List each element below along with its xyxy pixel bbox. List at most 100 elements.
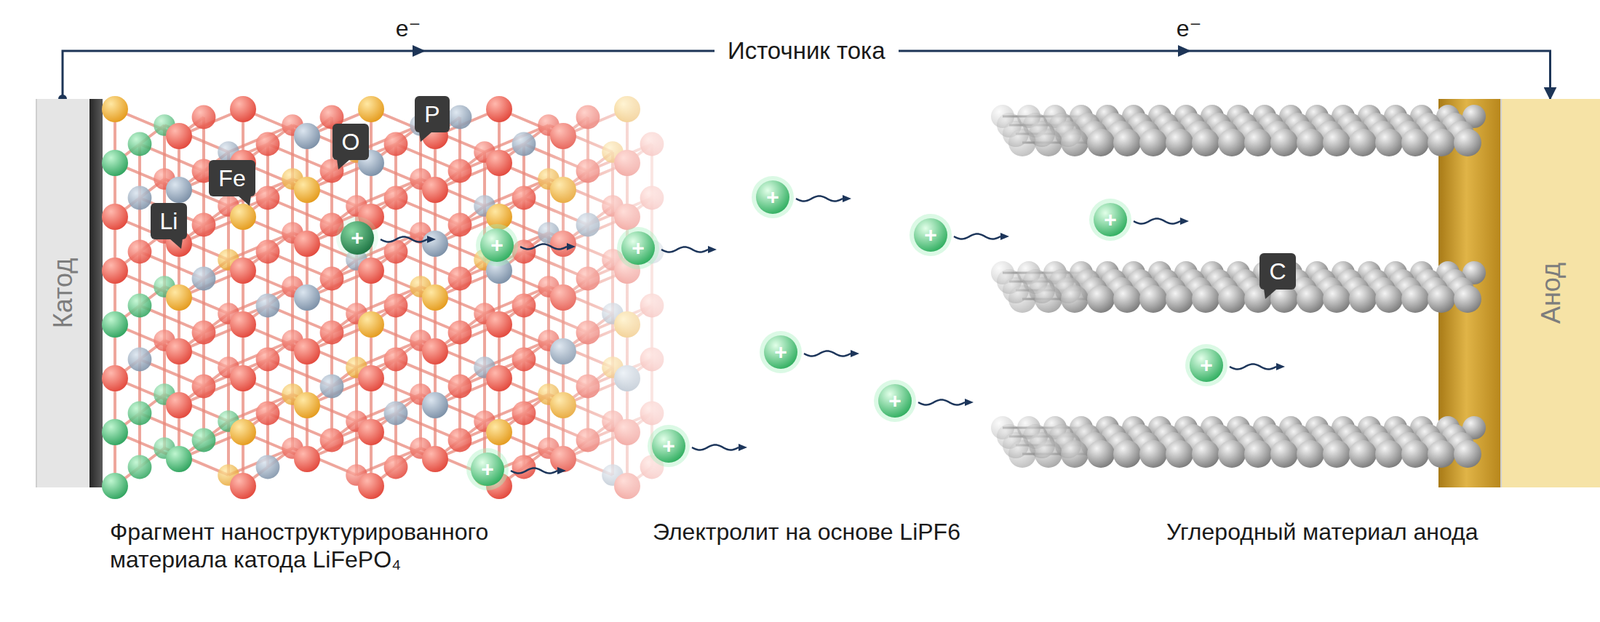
- trail-arrowhead: [1276, 363, 1285, 371]
- power-source-label: Источник тока: [714, 36, 899, 66]
- lattice-atom: [448, 320, 473, 345]
- lattice-atom: [229, 311, 257, 338]
- carbon-atom: [1218, 440, 1246, 468]
- lattice-atom: [165, 176, 193, 204]
- lattice-atom: [256, 401, 281, 426]
- carbon-atom: [1139, 128, 1168, 157]
- carbon-atom: [1348, 285, 1377, 313]
- lattice-atom: [384, 186, 409, 211]
- lattice-atom: [101, 96, 129, 123]
- lattice-atom: [128, 186, 153, 211]
- lattice-atom: [165, 446, 193, 473]
- carbon-atom: [1034, 128, 1063, 157]
- lattice-atom: [101, 365, 129, 392]
- lattice-atom: [293, 392, 321, 419]
- lattice-atom: [422, 176, 449, 204]
- carbon-atom: [1270, 128, 1299, 157]
- ion-trail: [1133, 219, 1181, 225]
- ion-glow: [909, 213, 952, 257]
- carbon-atom: [1401, 285, 1430, 313]
- lattice-atom: [256, 186, 281, 211]
- lithium-ion: +: [475, 223, 519, 268]
- lattice-atom: [448, 159, 473, 184]
- carbon-atom: [1191, 440, 1220, 468]
- anode-band: Анод: [1500, 98, 1600, 488]
- lattice-atom: [422, 392, 449, 419]
- lattice-atom: [320, 428, 345, 453]
- lattice-atom: [256, 240, 281, 265]
- current-arrow: [1177, 45, 1192, 57]
- ion-body: [913, 218, 948, 252]
- lattice-atom: [357, 472, 385, 500]
- lattice-atom: [384, 132, 409, 157]
- carbon-atom: [1270, 440, 1299, 468]
- lattice-atom: [192, 428, 217, 453]
- carbon-atom: [1244, 440, 1272, 468]
- lattice-atom: [101, 311, 129, 338]
- ion-body: [621, 231, 655, 265]
- lattice-atom: [448, 428, 473, 453]
- carbon-atom: [1034, 440, 1063, 468]
- ion-body: [470, 452, 505, 487]
- lithium-ion: +: [873, 379, 917, 423]
- carbon-atom: [1218, 285, 1246, 313]
- carbon-atom: [1427, 440, 1456, 468]
- carbon-atom: [1375, 440, 1403, 468]
- carbon-atom: [1008, 285, 1037, 313]
- carbon-atom: [1322, 128, 1351, 157]
- lattice-atom: [128, 240, 153, 265]
- lattice-atom: [192, 374, 217, 399]
- carbon-atom: [1401, 128, 1430, 157]
- ion-body: [340, 221, 374, 255]
- carbon-atom: [1427, 285, 1456, 313]
- lattice-atom: [256, 347, 281, 372]
- trail-arrowhead: [427, 235, 436, 244]
- lattice-atom: [320, 320, 345, 345]
- ion-charge: +: [1103, 208, 1117, 231]
- atom-symbol: P: [424, 101, 440, 128]
- ion-glow: [475, 224, 519, 267]
- lithium-ion: +: [646, 424, 691, 468]
- lattice-atom: [384, 455, 409, 480]
- callout-tail: [1263, 288, 1277, 300]
- lattice-atom: [229, 96, 257, 123]
- ion-trail: [1229, 364, 1277, 370]
- ion-charge: +: [924, 224, 938, 246]
- lattice-atom: [384, 240, 409, 265]
- carbon-atom: [1218, 128, 1246, 157]
- lattice-atom: [320, 374, 345, 399]
- ion-trail: [795, 196, 843, 202]
- lithium-ion: +: [908, 213, 953, 257]
- lattice-atom: [192, 213, 217, 238]
- lithium-ion: +: [465, 447, 510, 492]
- trail-arrowhead: [842, 194, 852, 203]
- lattice-atom: [448, 105, 473, 130]
- lattice-atom: [512, 132, 537, 157]
- lattice-atom: [357, 96, 385, 123]
- atom-symbol: Li: [160, 208, 179, 235]
- ion-trail: [520, 244, 567, 250]
- caption-text: Углеродный материал анода: [1166, 518, 1479, 546]
- trail-arrowhead: [850, 349, 860, 358]
- lattice-atom: [229, 419, 257, 446]
- carbon-atom: [1034, 285, 1063, 313]
- lattice-atom: [357, 257, 385, 284]
- lattice-atom: [486, 419, 513, 446]
- lattice-atom: [165, 122, 193, 150]
- ion-charge: +: [774, 341, 788, 364]
- trail-arrowhead: [738, 443, 748, 452]
- ion-body: [1093, 203, 1128, 237]
- ion-body: [1189, 348, 1224, 382]
- carbon-atom: [1191, 285, 1220, 313]
- carbon-atom: [1375, 285, 1403, 313]
- lattice-atom: [512, 293, 537, 318]
- lithium-ion: +: [335, 216, 380, 260]
- lattice-atom: [512, 347, 537, 372]
- carbon-atom: [1087, 128, 1115, 157]
- lattice-atom: [165, 284, 193, 311]
- trail-arrowhead: [707, 245, 717, 254]
- trail-arrowhead: [1180, 217, 1189, 225]
- ion-body: [878, 384, 912, 418]
- atom-callout: C: [1259, 253, 1296, 290]
- callout-tail: [419, 131, 433, 142]
